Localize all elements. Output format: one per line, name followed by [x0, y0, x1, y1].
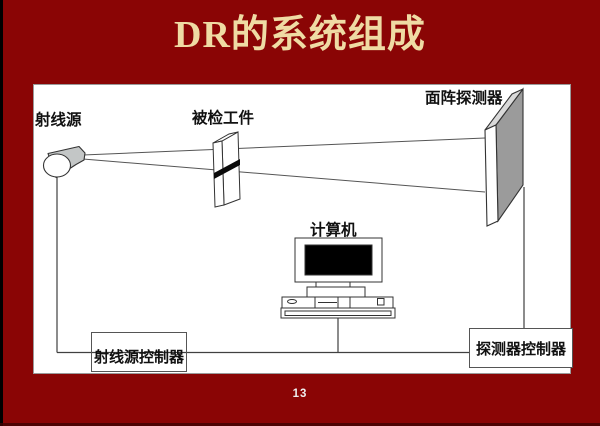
- detector-shape: [484, 87, 524, 227]
- beam-lower-ray: [82, 158, 486, 193]
- detector-controller-box: 探测器控制器: [469, 328, 573, 368]
- monitor-stand-neck: [315, 281, 351, 288]
- workpiece-shape: [212, 131, 241, 208]
- xray-source-shape: [42, 145, 86, 179]
- detector-front-face: [484, 124, 499, 227]
- workpiece-defect-band: [214, 159, 240, 179]
- connection-wires: [56, 176, 525, 354]
- detector-side-face: [495, 87, 524, 223]
- bottom-dark-edge: [0, 423, 600, 426]
- keyboard-inner: [284, 310, 392, 316]
- detector-label: 面阵探测器: [425, 90, 503, 107]
- workpiece-label: 被检工件: [192, 110, 255, 127]
- computer-shape: [280, 237, 396, 319]
- case-button: [287, 299, 297, 304]
- ray-source-label: 射线源: [35, 112, 82, 129]
- left-black-edge: [0, 0, 3, 426]
- slide-title: DR的系统组成: [174, 14, 426, 56]
- monitor-screen: [304, 244, 373, 276]
- monitor-stand-base: [306, 286, 366, 298]
- power-button: [377, 298, 385, 306]
- beam-upper-ray: [82, 137, 486, 156]
- xray-fan-beam: [82, 137, 486, 193]
- ray-source-controller-label: 射线源控制器: [93, 350, 184, 366]
- diagram-panel: [33, 84, 571, 374]
- source-front-cap: [42, 153, 72, 178]
- detector-controller-label: 探测器控制器: [475, 341, 566, 358]
- computer-label: 计算机: [310, 222, 357, 239]
- ray-source-controller-box: 射线源控制器: [91, 332, 187, 372]
- page-number: 13: [292, 388, 308, 400]
